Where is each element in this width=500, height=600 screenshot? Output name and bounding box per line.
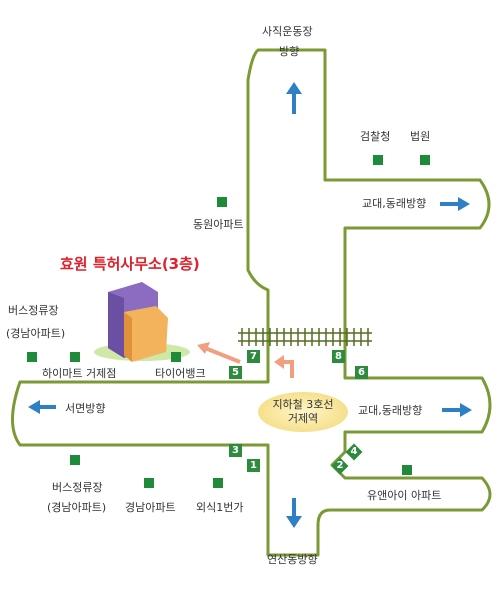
direction-north-label-2: 방향 [279, 45, 300, 58]
label-dongwon-apt: 동원아파트 [193, 218, 244, 231]
exit-7-badge: 7 [247, 350, 260, 363]
arrow-south-icon [286, 498, 302, 528]
marker-himart [70, 352, 80, 362]
label-gyeongnam-apt: 경남아파트 [125, 501, 176, 514]
label-bus-stop-nw-1: 버스정류장 [8, 304, 59, 317]
arrow-east-lower-icon [442, 403, 472, 417]
station-marker: 지하철 3호선 거제역 [258, 392, 348, 432]
marker-bus-stop-sw [70, 455, 80, 465]
arrow-west-icon [28, 400, 56, 414]
marker-prosecutor [373, 155, 383, 165]
marker-tire-bank [171, 352, 181, 362]
marker-court [420, 155, 430, 165]
direction-south-label: 연산동방향 [267, 553, 318, 566]
exit-5-badge: 5 [229, 366, 242, 379]
exit-8-badge: 8 [332, 350, 345, 363]
marker-dongwon-apt [217, 197, 227, 207]
label-bus-stop-nw-2: (경남아파트) [6, 327, 66, 340]
label-himart: 하이마트 거제점 [42, 367, 117, 380]
marker-gyeongnam-apt [144, 478, 154, 488]
road-outline [11, 48, 492, 557]
marker-bus-stop-nw [27, 352, 37, 362]
exit-1-badge: 1 [247, 459, 260, 472]
arrow-east-upper-icon [440, 197, 470, 211]
direction-north-label-1: 사직운동장 [262, 25, 313, 38]
direction-west-label: 서면방향 [65, 402, 106, 415]
arrow-north-icon [286, 82, 302, 114]
label-prosecutor: 검찰청 [360, 130, 391, 143]
exit-4-badge: 4 [345, 443, 363, 461]
station-name: 거제역 [287, 412, 319, 425]
exit-3-badge: 3 [229, 444, 242, 457]
direction-east-lower-label: 교대,동래방향 [358, 404, 423, 417]
route-arrow-diagonal-icon [197, 342, 241, 364]
marker-uan-apt [402, 465, 412, 475]
office-building-icon [94, 282, 190, 362]
station-line: 지하철 3호선 [272, 398, 334, 411]
label-bus-stop-sw-1: 버스정류장 [52, 481, 103, 494]
exit-2-badge: 2 [331, 457, 349, 475]
label-oesik: 외식1번가 [196, 501, 244, 514]
direction-east-upper-label: 교대,동래방향 [362, 197, 427, 210]
label-court: 법원 [410, 130, 431, 143]
marker-oesik [213, 478, 223, 488]
railway [238, 328, 372, 346]
office-title: 효원 특허사무소(3층) [60, 255, 200, 273]
label-uan-apt: 유앤아이 아파트 [367, 489, 442, 502]
exit-6-badge: 6 [355, 366, 368, 379]
label-tire-bank: 타이어뱅크 [155, 367, 206, 380]
route-arrow-up-head-icon [274, 355, 284, 369]
label-bus-stop-sw-2: (경남아파트) [47, 501, 107, 514]
